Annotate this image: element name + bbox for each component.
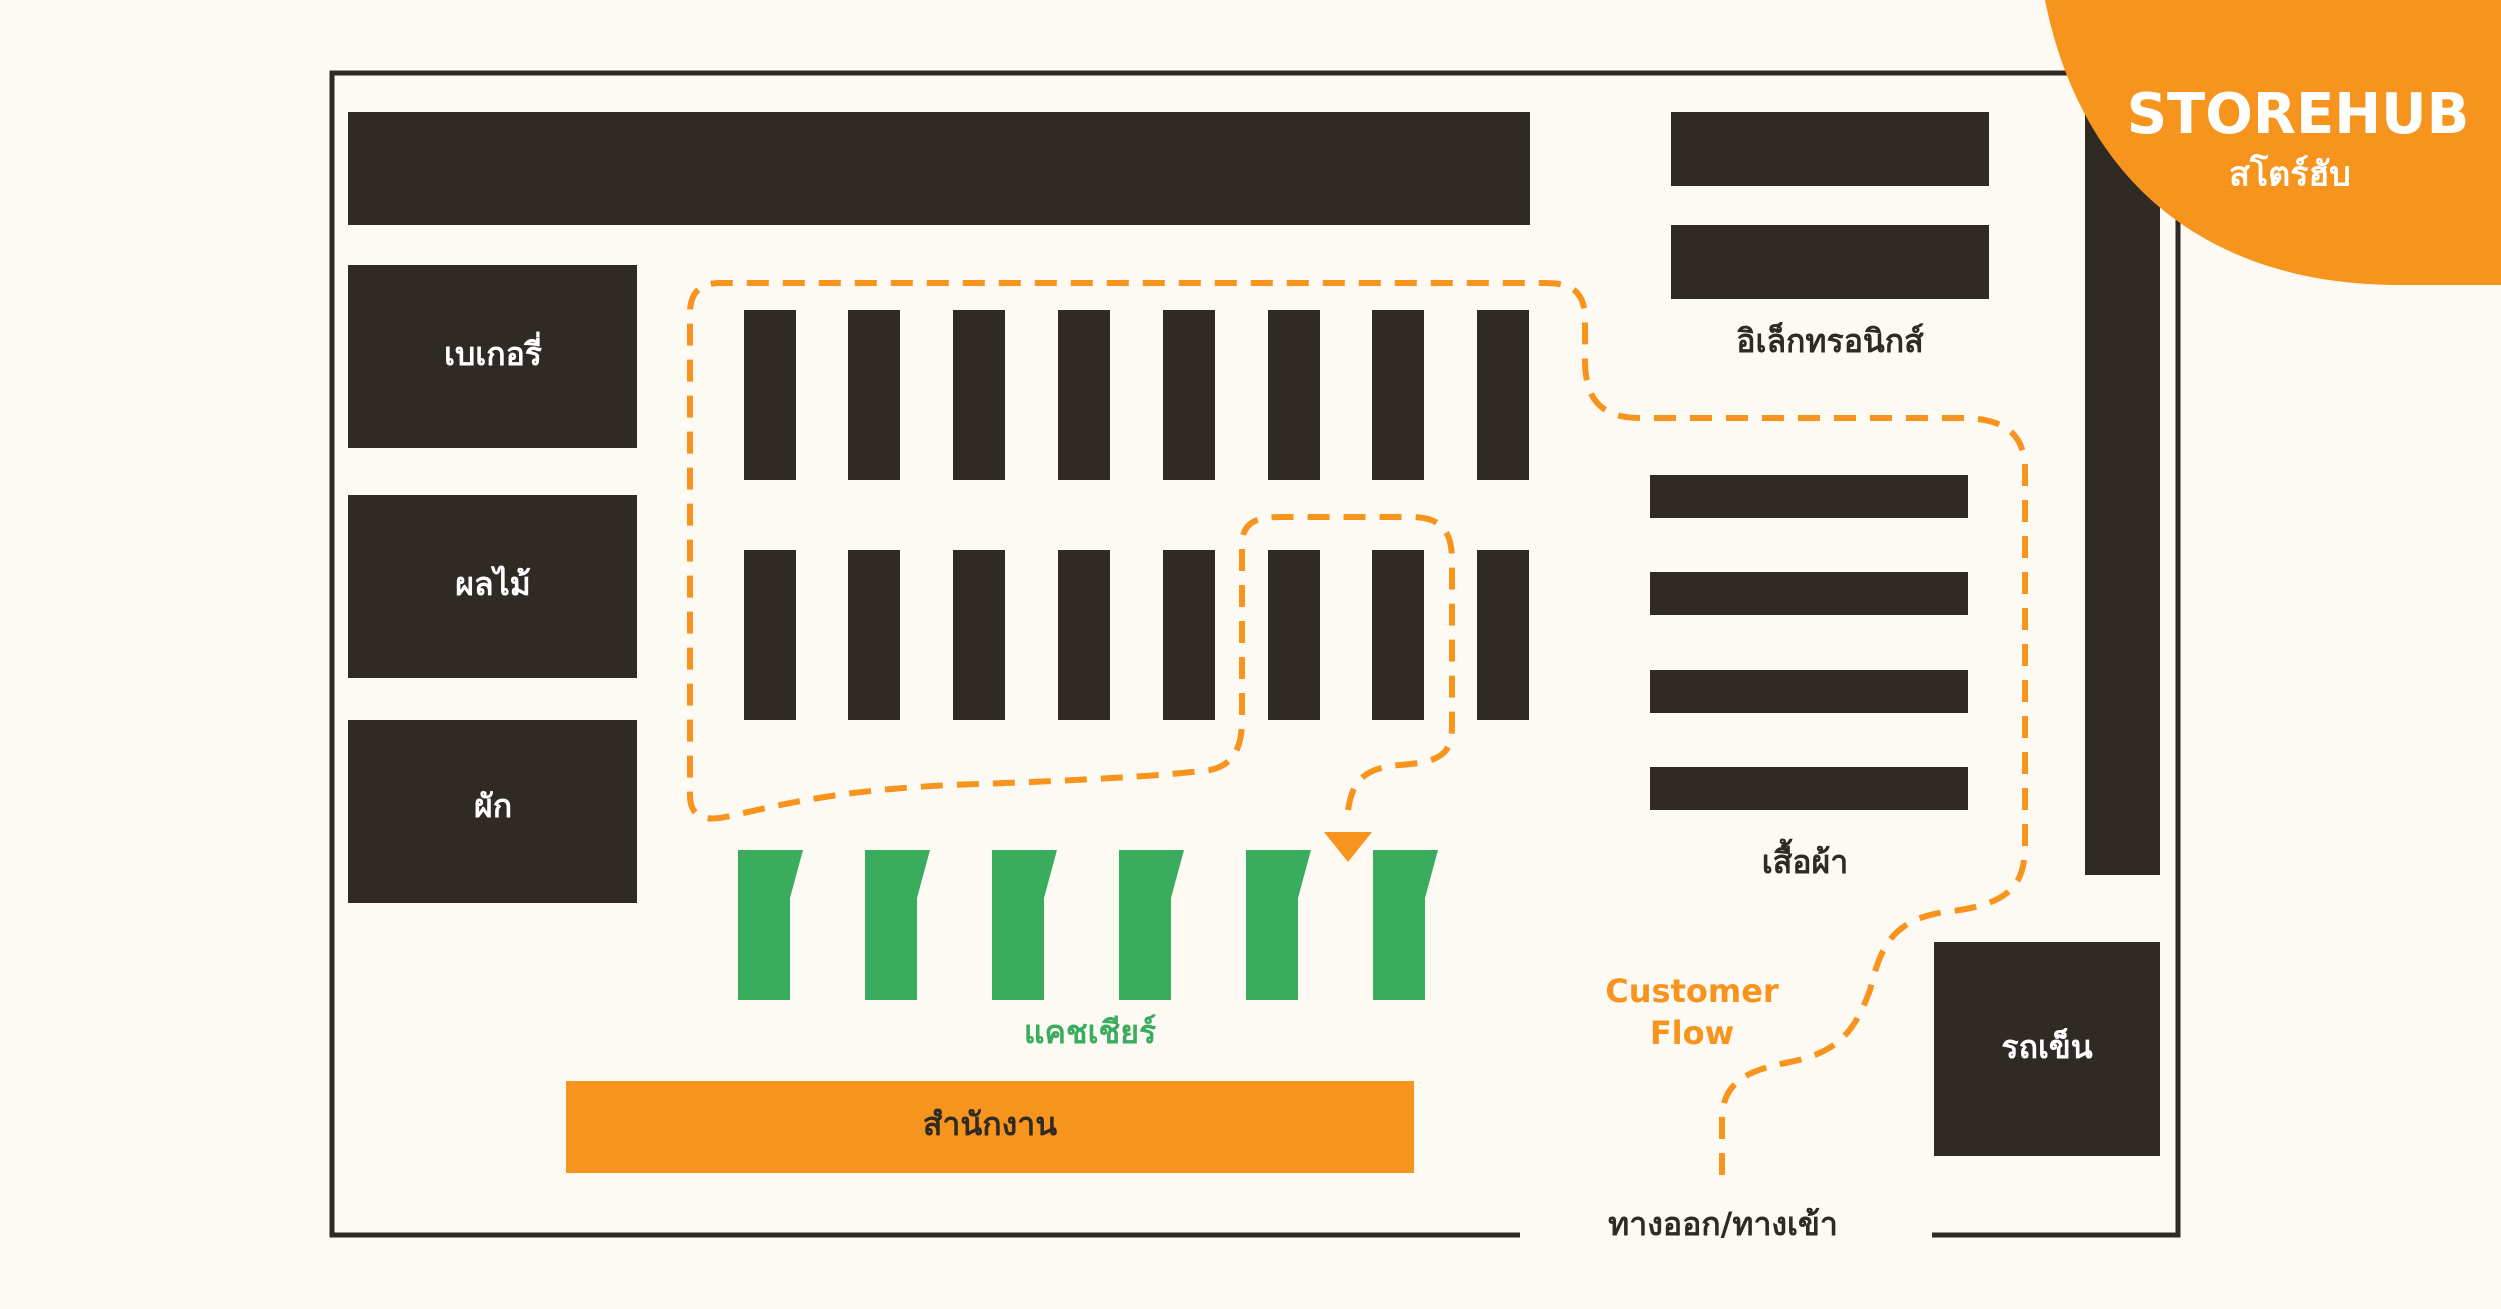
aisle-shelf bbox=[1163, 550, 1215, 720]
logo-badge-shape bbox=[2045, 0, 2501, 285]
clothing-rack bbox=[1650, 475, 1968, 518]
office-block bbox=[566, 1081, 1414, 1173]
flow-label-line2: Flow bbox=[1650, 1014, 1734, 1052]
electronics-shelf bbox=[1671, 112, 1989, 186]
clothing-rack bbox=[1650, 767, 1968, 810]
entrance-label: ทางออก/ทางเข้า bbox=[1608, 1205, 1838, 1243]
electronics-label: อิเล็กทรอนิกส์ bbox=[1736, 321, 1924, 360]
wall-outline bbox=[329, 70, 2181, 1238]
storehub-logo: STOREHUB สโตร์ฮับ bbox=[2045, 0, 2501, 285]
clothing-rack bbox=[1650, 572, 1968, 615]
aisle-shelf bbox=[1268, 550, 1320, 720]
right-wall-shelf bbox=[2085, 112, 2160, 875]
aisle-shelf bbox=[744, 550, 796, 720]
aisle-shelf bbox=[1372, 310, 1424, 480]
clothing-rack bbox=[1650, 670, 1968, 713]
aisle-shelf bbox=[1058, 550, 1110, 720]
logo-wordmark: STOREHUB bbox=[2127, 82, 2470, 147]
cashier-counter bbox=[1119, 850, 1184, 1000]
top-wall-shelf bbox=[348, 112, 1530, 225]
aisle-shelf bbox=[848, 310, 900, 480]
aisle-shelf bbox=[1477, 310, 1529, 480]
aisle-shelf bbox=[744, 310, 796, 480]
flow-path-main bbox=[687, 280, 2028, 1175]
aisle-shelf bbox=[1372, 550, 1424, 720]
flow-arrowhead bbox=[1324, 832, 1372, 862]
cashier-counter bbox=[738, 850, 803, 1000]
clothing-label: เสื้อผ้า bbox=[1762, 838, 1848, 881]
aisle-shelf bbox=[1058, 310, 1110, 480]
cart-label: รถเข็น bbox=[2001, 1027, 2092, 1066]
logo-tagline: สโตร์ฮับ bbox=[2229, 154, 2351, 195]
aisle-shelf bbox=[1163, 310, 1215, 480]
bakery-label: เบเกอรี่ bbox=[444, 331, 542, 373]
bakery-block bbox=[348, 265, 637, 448]
aisle-shelf bbox=[953, 550, 1005, 720]
cashier-counter bbox=[1373, 850, 1438, 1000]
cashier-label: แคชเชียร์ bbox=[1024, 1013, 1156, 1051]
flow-label-line1: Customer bbox=[1605, 972, 1779, 1010]
aisle-shelf bbox=[953, 310, 1005, 480]
cashier-counter bbox=[865, 850, 930, 1000]
aisle-shelves bbox=[744, 310, 1529, 720]
cashier-counter bbox=[1246, 850, 1311, 1000]
cashier-counter bbox=[992, 850, 1057, 1000]
customer-flow-path bbox=[687, 280, 2028, 1175]
fruit-label: ผลไม้ bbox=[455, 565, 531, 603]
aisle-shelf bbox=[1477, 550, 1529, 720]
store-walls bbox=[329, 70, 2181, 1238]
vegetables-block bbox=[348, 720, 637, 903]
cashier-counters bbox=[738, 850, 1438, 1000]
aisle-shelf bbox=[1268, 310, 1320, 480]
fruit-block bbox=[348, 495, 637, 678]
electronics-shelf bbox=[1671, 225, 1989, 299]
cart-block bbox=[1934, 942, 2160, 1156]
office-label: สำนักงาน bbox=[923, 1105, 1057, 1143]
vegetables-label: ผัก bbox=[474, 787, 512, 825]
aisle-shelf bbox=[848, 550, 900, 720]
